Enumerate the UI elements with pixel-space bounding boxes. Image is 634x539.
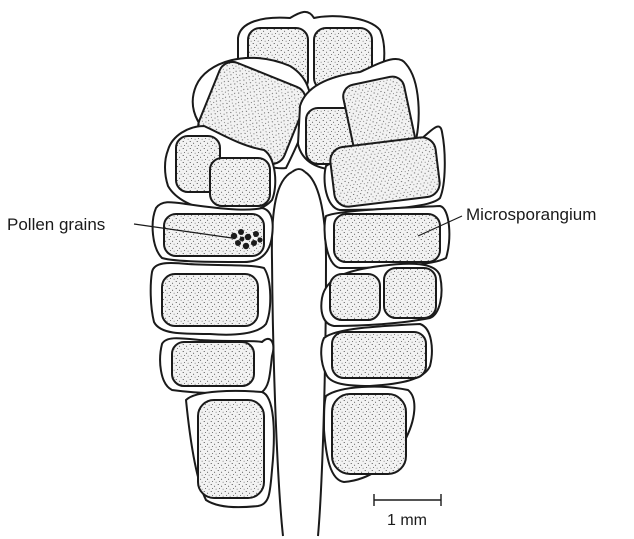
microsporangium-right-4	[332, 332, 426, 378]
microsporangium-right-3a	[330, 274, 380, 320]
microsporangium-right-1	[329, 136, 442, 208]
cone-axis-top	[292, 169, 305, 172]
cone-axis-left-edge	[272, 172, 292, 536]
microsporangium-left-4	[172, 342, 254, 386]
scale-bar-label: 1 mm	[387, 512, 427, 529]
microsporangium-right-5	[332, 394, 406, 474]
microsporangium-left-5	[198, 400, 264, 498]
scale-bar	[374, 494, 441, 506]
microsporangium-right-3b	[384, 268, 436, 318]
microsporangium-label: Microsporangium	[466, 205, 596, 224]
microsporangium-right-2	[334, 214, 440, 262]
pollen-grains-label: Pollen grains	[7, 215, 105, 234]
microsporangium-left-1b	[210, 158, 270, 206]
microsporangium-left-3	[162, 274, 258, 326]
